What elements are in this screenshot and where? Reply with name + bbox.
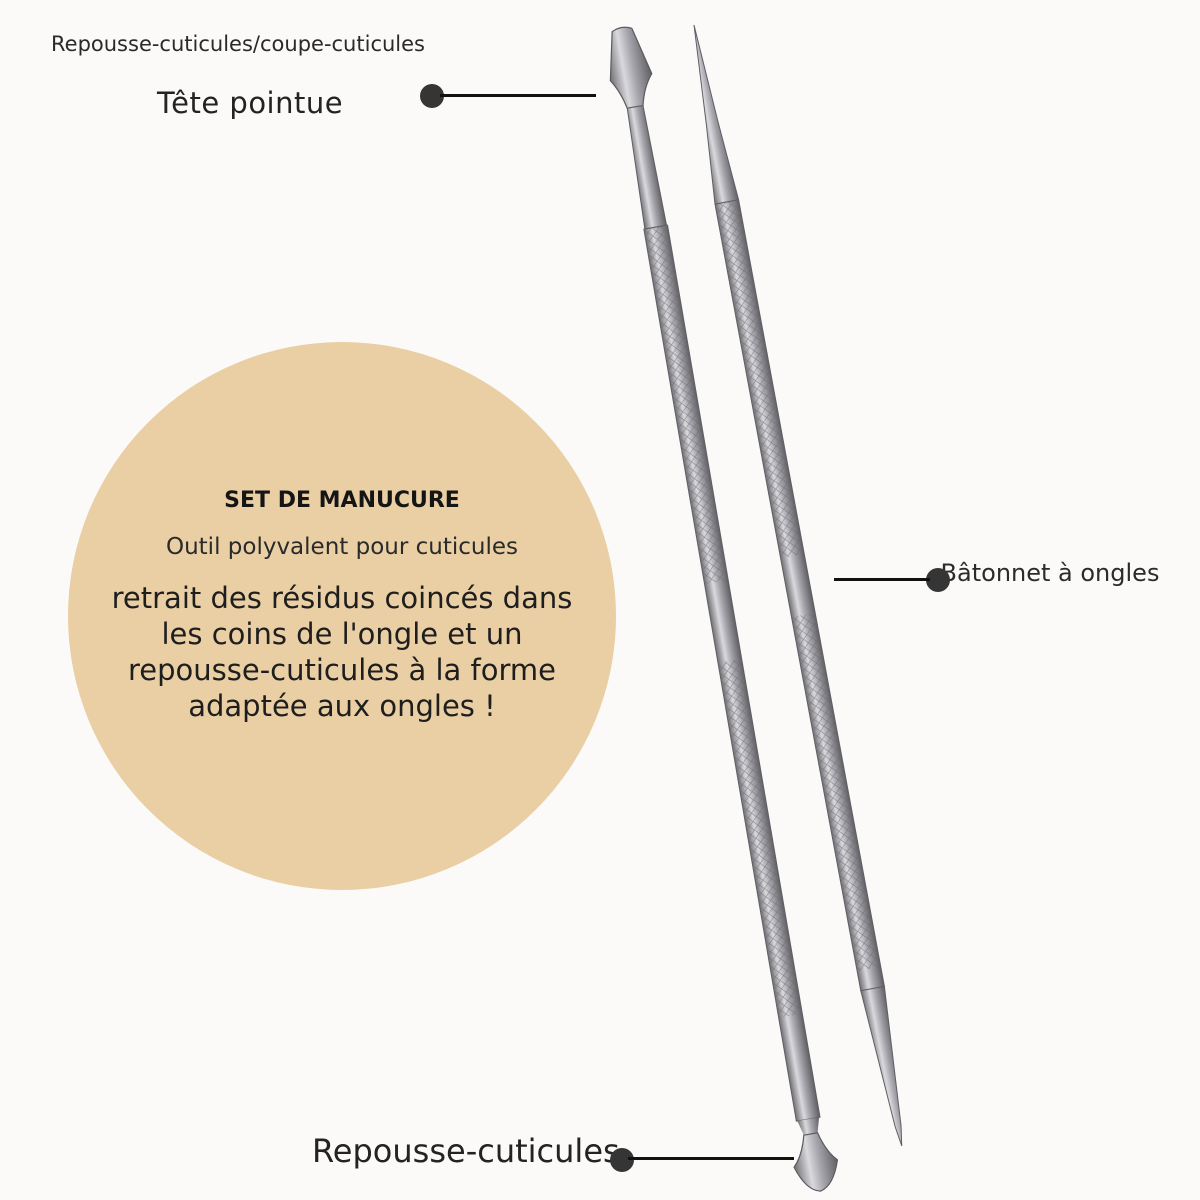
nail-stick-leader: [834, 578, 930, 581]
cuticle-pusher-tool: [609, 26, 839, 1192]
circle-title: SET DE MANUCURE: [224, 488, 460, 513]
cuticle-pusher-label: Repousse-cuticules: [312, 1132, 620, 1170]
nail-stick-dot: [926, 568, 950, 592]
top-caption: Repousse-cuticules/coupe-cuticules: [51, 32, 425, 56]
circle-subtitle: Outil polyvalent pour cuticules: [165, 534, 518, 560]
nail-stick-tool: [693, 24, 903, 1147]
pointed-head-leader: [440, 94, 596, 97]
cuticle-pusher-dot: [610, 1148, 634, 1172]
pointed-head-label: Tête pointue: [157, 86, 344, 120]
cuticle-pusher-leader: [628, 1157, 794, 1160]
info-circle: [68, 342, 616, 890]
circle-body-text: retrait des résidus coincés dans les coi…: [111, 581, 573, 723]
nail-stick-label: Bâtonnet à ongles: [940, 559, 1160, 587]
